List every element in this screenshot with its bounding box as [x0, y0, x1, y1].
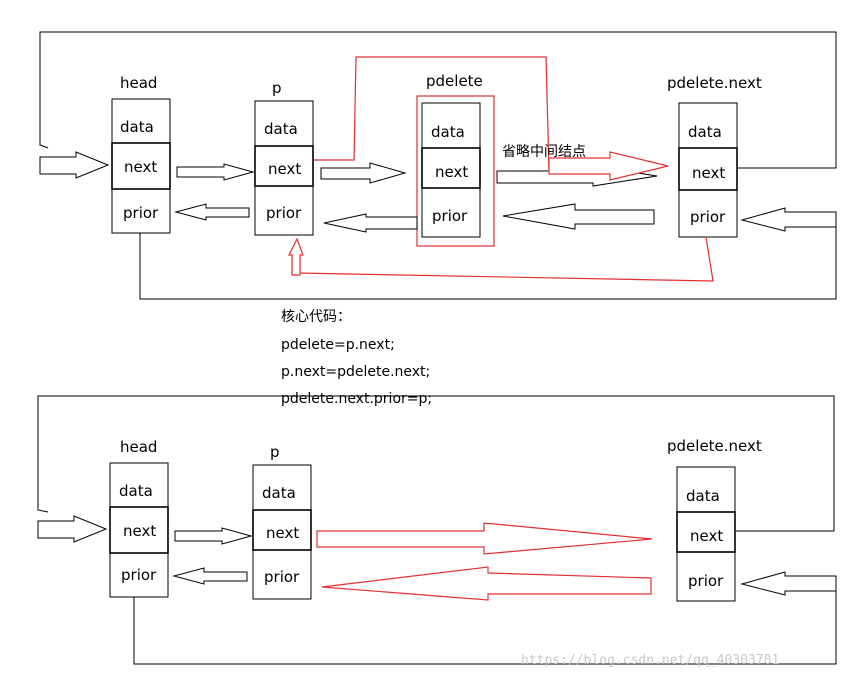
field-next: next [123, 522, 156, 540]
node-p-1: p data next prior [254, 79, 314, 236]
node-title: pdelete.next [667, 74, 762, 92]
arrow-into-head-2 [37, 515, 108, 543]
arrow-p-to-pdelete-1 [320, 162, 407, 184]
arrow-next-to-pdelete-1 [502, 203, 655, 230]
field-prior: prior [266, 204, 302, 222]
node-pdelete-next-1: pdelete.next data next prior [667, 74, 762, 238]
field-data: data [262, 484, 296, 502]
code-title: 核心代码： [281, 309, 351, 325]
red-arrowhead-prior [288, 237, 304, 276]
red-link-pdelete-next-prior-to-p [296, 236, 714, 282]
red-arrowhead-next [548, 151, 669, 181]
arrow-into-head-1 [39, 151, 110, 179]
diagram-2: head data next prior p data next prior p… [37, 395, 837, 665]
arrow-pdelete-to-p-1 [323, 213, 418, 233]
loop-line-top-2 [37, 395, 835, 532]
field-next: next [268, 160, 301, 178]
note-omitted-middle-nodes: 省略中间结点 [502, 144, 586, 160]
node-head-1: head data next prior [111, 74, 171, 234]
loop-line-bottom-1 [139, 216, 837, 300]
arrow-into-pdelete-next-prior-1 [740, 207, 837, 232]
field-prior: prior [123, 204, 159, 222]
node-pdelete-1: pdelete data next prior [416, 72, 495, 247]
node-title: p [270, 443, 280, 461]
core-code-block: 核心代码： pdelete=p.next; p.next=pdelete.nex… [281, 309, 432, 407]
pdelete-highlight-frame [416, 95, 495, 247]
node-title: pdelete [426, 72, 483, 90]
field-prior: prior [690, 208, 726, 226]
field-data: data [120, 118, 154, 136]
field-next: next [124, 158, 157, 176]
arrow-p-to-head-2 [172, 567, 248, 585]
field-data: data [431, 123, 465, 141]
node-title: head [120, 74, 157, 92]
loop-line-top-1 [39, 31, 837, 169]
node-title: p [272, 79, 282, 97]
field-next: next [692, 164, 725, 182]
node-title: pdelete.next [667, 437, 762, 455]
diagram-1: head data next prior p data next prior p… [39, 31, 837, 300]
field-next: next [690, 527, 723, 545]
arrow-into-pdelete-next-prior-2 [740, 571, 837, 596]
code-line-2: p.next=pdelete.next; [281, 364, 430, 380]
watermark: https://blog.csdn.net/qq_40303781 [521, 653, 779, 668]
field-data: data [264, 120, 298, 138]
field-data: data [686, 487, 720, 505]
arrow-p-to-head-1 [174, 203, 250, 221]
field-data: data [119, 482, 153, 500]
arrow-head-to-p-2 [174, 527, 253, 545]
node-head-2: head data next prior [109, 438, 169, 598]
field-prior: prior [432, 207, 468, 225]
red-arrow-pdelete-next-prior-to-p [321, 566, 652, 601]
loop-line-bottom-2 [133, 586, 837, 665]
field-prior: prior [121, 566, 157, 584]
code-line-3: pdelete.next.prior=p; [281, 391, 432, 407]
node-pdelete-next-2: pdelete.next data next prior [667, 437, 762, 602]
field-data: data [688, 123, 722, 141]
field-prior: prior [264, 568, 300, 586]
node-p-2: p data next prior [252, 443, 312, 600]
field-next: next [266, 524, 299, 542]
code-line-1: pdelete=p.next; [281, 337, 395, 353]
field-next: next [435, 163, 468, 181]
red-arrow-p-next-to-pdelete-next [316, 522, 653, 555]
node-title: head [120, 438, 157, 456]
field-prior: prior [688, 572, 724, 590]
arrow-head-to-p-1 [176, 163, 255, 181]
